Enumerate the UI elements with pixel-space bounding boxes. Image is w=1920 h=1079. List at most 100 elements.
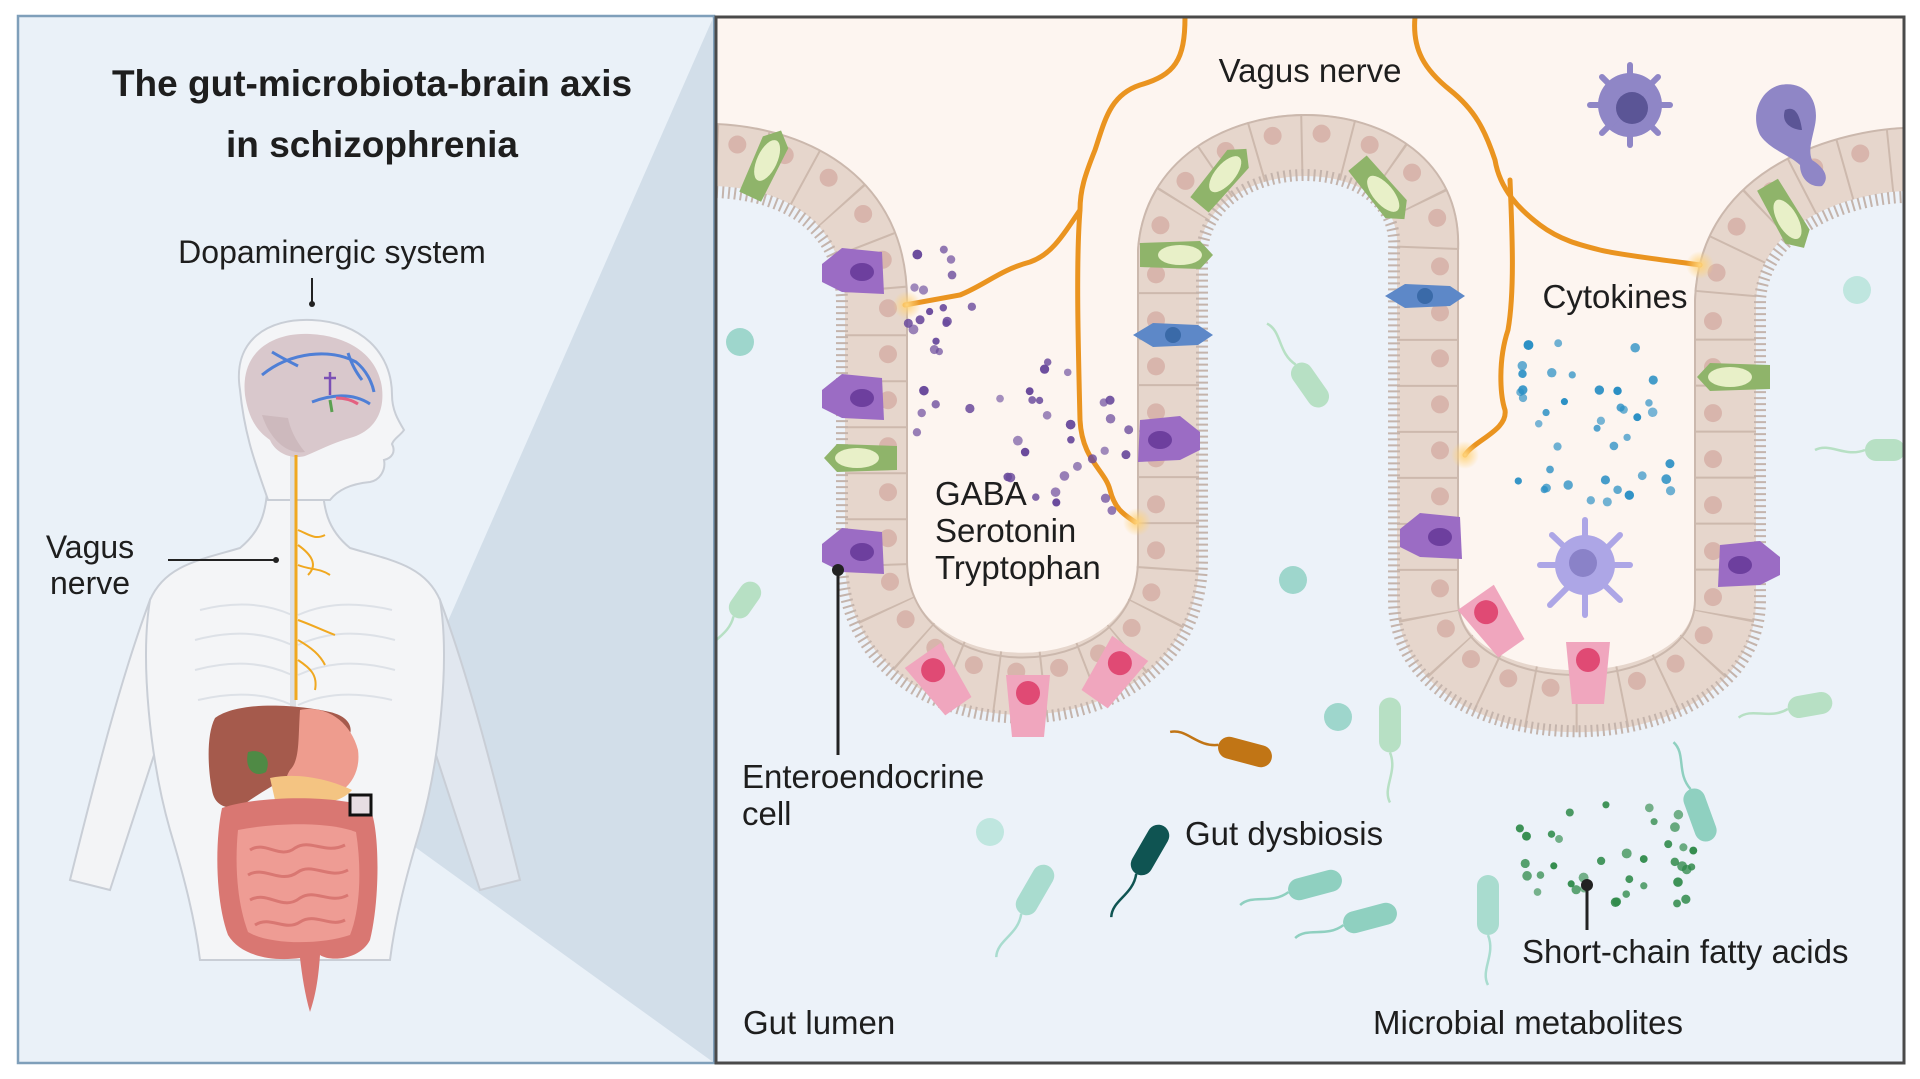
molecule-dots <box>903 245 1700 908</box>
cell-nucleus <box>1704 542 1722 561</box>
stomach-icon <box>270 709 359 806</box>
goblet-cell-icon <box>824 444 897 472</box>
paneth-cell-icon <box>1006 675 1050 737</box>
right-panel: Vagus nerve Cytokines GABA Serotonin Try… <box>714 15 1906 1065</box>
cell-nucleus <box>854 204 873 223</box>
cell-nucleus <box>880 572 899 591</box>
cell-nucleus <box>1431 441 1449 460</box>
microbial-metabolites-label: Microbial metabolites <box>1373 1004 1683 1041</box>
cytokine-dot <box>1542 408 1550 417</box>
scfa-dot <box>1522 831 1531 841</box>
cell-nucleus <box>1436 619 1455 638</box>
cell-nucleus <box>1431 579 1449 598</box>
cytokine-dot <box>1593 424 1601 432</box>
scfa-dot <box>1640 882 1648 890</box>
bacterium-icon <box>1294 902 1397 940</box>
cytokine-dot <box>1602 497 1612 507</box>
scfa-leader-dot <box>1581 879 1593 891</box>
cytokine-dot <box>1661 474 1672 485</box>
scfa-dot <box>1555 835 1563 843</box>
goblet-cell-icon <box>739 130 789 202</box>
neurotransmitter-dot <box>917 408 926 418</box>
scfa-dot <box>1520 858 1530 869</box>
tuft-nucleus <box>1417 288 1433 304</box>
cell-nucleus <box>1403 163 1422 182</box>
neurotransmitter-dot <box>1105 395 1115 405</box>
scfa-dot <box>1644 803 1654 813</box>
neurotransmitter-dot <box>912 428 922 437</box>
gut-dysbiosis-label: Gut dysbiosis <box>1185 815 1383 852</box>
coccus-icon <box>976 818 1004 846</box>
neurotransmitter-dot <box>931 400 940 409</box>
cell-nucleus <box>879 529 897 548</box>
cytokine-dot <box>1534 420 1543 428</box>
cell-nucleus <box>1727 217 1746 236</box>
cell-nucleus <box>1147 357 1165 376</box>
cytokine-dot <box>1596 416 1606 425</box>
cell-nucleus <box>728 135 747 154</box>
bacterium-body <box>1379 697 1401 753</box>
bacteria <box>716 276 1904 986</box>
scfa-dot <box>1625 875 1634 884</box>
enteroendocrine-nucleus <box>1728 556 1752 574</box>
scfa-dot <box>1670 857 1680 867</box>
figure-title-line1: The gut-microbiota-brain axis <box>112 63 632 104</box>
scfa-dot <box>1673 809 1684 820</box>
cell-nucleus <box>1431 257 1449 276</box>
flagellum <box>1294 924 1345 940</box>
cell-nucleus <box>1704 404 1722 423</box>
neurotransmitter-dot <box>1043 358 1052 366</box>
cytokine-dot <box>1645 399 1653 407</box>
vagus-label-line1: Vagus <box>46 529 134 565</box>
neurotransmitter-dot <box>1087 454 1098 464</box>
enteroendocrine-nucleus <box>1148 431 1172 449</box>
bacterium-body <box>1865 439 1904 461</box>
neurotransmitter-dot <box>1121 450 1131 460</box>
neurotransmitter-dot <box>903 318 913 328</box>
bacterium-icon <box>1672 741 1717 842</box>
cytokine-dot <box>1547 368 1557 378</box>
cytokine-dot <box>1633 413 1642 422</box>
special-cells <box>739 130 1810 737</box>
tuft-nucleus <box>1165 327 1181 343</box>
enteroendocrine-label-line2: cell <box>742 795 792 832</box>
neurotransmitter-dot <box>1012 435 1023 446</box>
flagellum <box>1386 752 1394 804</box>
goblet-mucus <box>1367 175 1400 212</box>
serotonin-label: Serotonin <box>935 512 1076 549</box>
enteroendocrine-label-line1: Enteroendocrine <box>742 758 984 795</box>
bacterium-icon <box>1477 875 1499 986</box>
neurotransmitter-dot <box>1052 498 1061 507</box>
cytokine-dot <box>1613 386 1622 396</box>
bacterium-icon <box>1814 439 1904 461</box>
bacterium-icon <box>995 864 1055 958</box>
scfa-dot <box>1681 864 1692 875</box>
cell-nucleus <box>1499 669 1518 688</box>
dopaminergic-label: Dopaminergic system <box>178 234 486 270</box>
enteroendocrine-nucleus <box>1428 528 1452 546</box>
enteroendocrine-cell-icon <box>822 248 884 294</box>
neurotransmitter-dot <box>1100 493 1111 503</box>
paneth-nucleus <box>1474 600 1499 625</box>
scfa-dot <box>1621 848 1632 859</box>
scfa-dot <box>1670 822 1680 833</box>
cell-nucleus <box>1431 395 1449 414</box>
enteroendocrine-cell-icon <box>822 528 884 574</box>
neurotransmitter-dot <box>996 394 1004 403</box>
neurotransmitter-dot <box>947 270 957 280</box>
bacterium-body <box>1288 869 1342 901</box>
goblet-cell-icon <box>1190 148 1249 213</box>
cell-nucleus <box>1431 487 1449 506</box>
bacterium-icon <box>716 581 762 658</box>
cell-nucleus <box>1666 654 1685 673</box>
cytokine-dot <box>1563 480 1573 490</box>
zoom-box-icon <box>348 793 373 817</box>
cytokine-dot <box>1600 475 1610 485</box>
neurotransmitter-dot <box>946 255 956 264</box>
cell-nucleus <box>1360 135 1379 154</box>
goblet-mucus <box>1158 245 1202 265</box>
neurotransmitter-dot <box>942 316 952 326</box>
paneth-cell-icon <box>904 642 972 716</box>
coccus-icon <box>726 328 754 356</box>
